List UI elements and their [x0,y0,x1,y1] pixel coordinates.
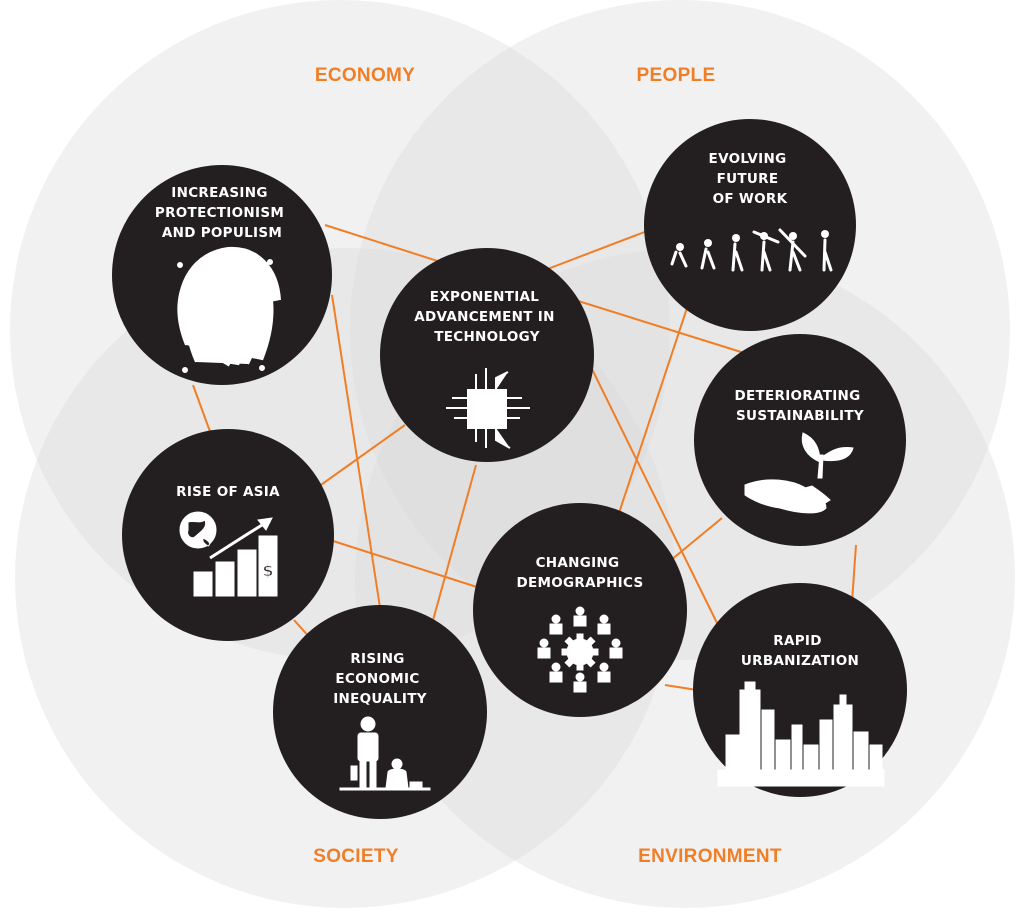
quadrant-label-economy: ECONOMY [315,65,415,86]
node-title-technology: EXPONENTIAL ADVANCEMENT IN TECHNOLOGY [414,289,559,345]
node-title-urbanization: RAPID URBANIZATION [741,633,859,669]
connector-technology-sustainability [574,299,758,358]
hand-sprout-icon [744,432,854,514]
node-urbanization: RAPID URBANIZATION [693,583,907,797]
globe-growth-chart-icon: $ [179,511,278,597]
node-circle-asia [122,429,334,641]
node-title-sustainability: DETERIORATING SUSTAINABILITY [734,388,865,424]
node-technology: EXPONENTIAL ADVANCEMENT IN TECHNOLOGY [380,248,594,462]
node-title-demographics: CHANGING DEMOGRAPHICS [517,555,644,591]
node-title-protectionism: INCREASING PROTECTIONISM AND POPULISM [155,185,289,241]
standing-sitting-figures-icon [339,716,431,791]
connector-protectionism-inequality [331,294,386,641]
node-circle-technology [380,248,594,462]
connector-protectionism-technology [324,224,451,266]
connector-sustainability-urbanization [851,544,857,603]
node-asia: RISE OF ASIA $ [122,429,334,641]
node-circle-future-work [644,119,856,331]
connector-demographics-urbanization [664,684,698,691]
connector-future-demographics [614,304,689,526]
connector-technology-urbanization [589,364,719,626]
evolution-figures-icon [670,228,833,272]
connector-technology-future [544,227,656,271]
node-protectionism: INCREASING PROTECTIONISM AND POPULISM [112,165,332,385]
node-title-asia: RISE OF ASIA [176,484,280,500]
node-demographics: CHANGING DEMOGRAPHICS [473,503,687,717]
connector-sustainability-demographics [664,517,723,566]
node-title-inequality: RISING ECONOMIC INEQUALITY [333,651,427,707]
quadrant-label-society: SOCIETY [313,846,399,867]
node-sustainability: DETERIORATING SUSTAINABILITY [694,334,906,546]
currency-symbol: $ [262,561,273,580]
people-gear-icon [537,606,623,693]
connector-protectionism-asia [192,384,213,438]
quadrant-label-environment: ENVIRONMENT [638,846,782,867]
node-circle-sustainability [694,334,906,546]
connector-asia-demographics [329,539,481,589]
connector-technology-asia [317,424,406,488]
node-inequality: RISING ECONOMIC INEQUALITY [273,605,487,819]
city-skyline-icon [717,681,885,787]
microchip-icon [446,368,530,449]
node-title-future-work: EVOLVING FUTURE OF WORK [709,151,792,207]
node-future-work: EVOLVING FUTURE OF WORK [644,119,856,331]
fingerprint-icon [177,246,281,373]
quadrant-label-people: PEOPLE [637,65,716,86]
node-circle-inequality [273,605,487,819]
